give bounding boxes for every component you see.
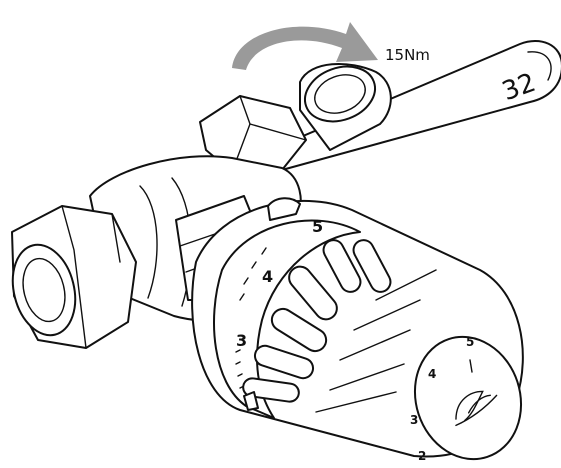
top-hex-nut (199, 95, 307, 173)
torque-label: 15Nm (385, 46, 430, 64)
brand-logo (455, 390, 498, 427)
scale-ticks (235, 247, 267, 389)
rotation-arrow-icon (232, 22, 378, 70)
ring-number-5: 5 (312, 217, 323, 236)
ring-number-4: 4 (262, 267, 273, 286)
cap-number-3: 3 (410, 413, 418, 427)
thermostatic-head (191, 197, 524, 461)
cap-number-5: 5 (466, 335, 474, 349)
ring-clip (267, 197, 301, 221)
grip-lines (315, 269, 437, 413)
inlet-coupling-nut (11, 205, 137, 349)
retaining-clip (243, 391, 259, 411)
ring-number-3: 3 (236, 331, 247, 350)
end-cap (413, 335, 523, 461)
cap-number-2: 2 (418, 449, 426, 463)
grip-slots (242, 239, 392, 403)
upper-pipe (299, 63, 392, 151)
cap-number-4: 4 (428, 367, 436, 381)
